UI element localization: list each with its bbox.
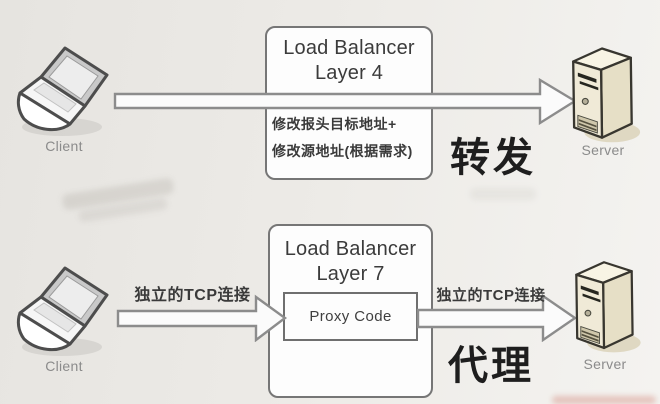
proxy-code-box: Proxy Code (283, 292, 418, 341)
server-label-bottom: Server (583, 356, 627, 372)
client-to-proxy-arrow-icon (116, 294, 288, 342)
client-label-bottom: Client (45, 358, 83, 374)
mode-label-forwarding: 转发 (450, 136, 536, 180)
laptop-icon (12, 266, 116, 358)
server-label-top: Server (581, 142, 625, 158)
server-icon (558, 42, 646, 146)
layer7-title-line2: Layer 7 (316, 263, 385, 285)
client-label-top: Client (45, 138, 83, 154)
watermark-smudge (552, 396, 656, 404)
layer4-title-line2: Layer 4 (314, 62, 384, 84)
laptop-icon (12, 46, 116, 138)
server-icon (560, 256, 648, 356)
layer4-note-modify-dest: 修改报头目标地址+ (272, 116, 397, 132)
proxy-to-server-arrow-icon (416, 294, 578, 342)
tcp-connection-label-left: 独立的TCP连接 (134, 287, 251, 304)
layer7-title-line1: Load Balancer (284, 238, 417, 260)
watermark-smudge (470, 188, 536, 200)
client-to-server-arrow-icon (113, 77, 578, 126)
proxy-code-label: Proxy Code (309, 308, 392, 325)
layer4-title-line1: Load Balancer (283, 37, 415, 59)
tcp-connection-label-right: 独立的TCP连接 (436, 287, 546, 304)
mode-label-proxy: 代理 (448, 344, 534, 388)
layer4-note-modify-src: 修改源地址(根据需求) (272, 143, 413, 159)
